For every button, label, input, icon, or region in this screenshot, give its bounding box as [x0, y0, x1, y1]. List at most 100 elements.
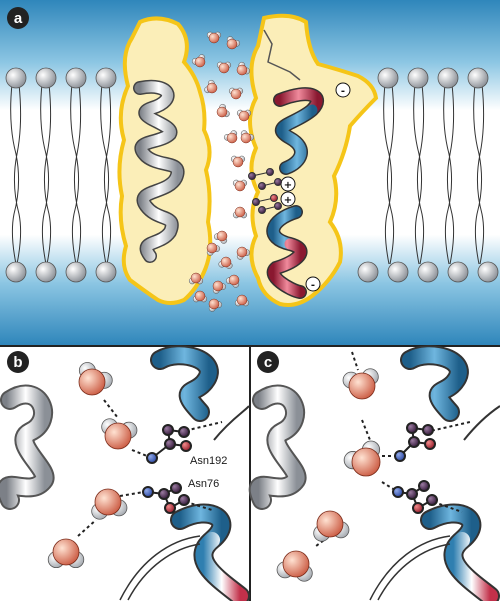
water-molecule — [240, 130, 255, 144]
water-molecule — [232, 206, 248, 219]
water-molecule — [101, 418, 138, 450]
lipid-bilayer-left — [10, 83, 112, 265]
asn76-sidechain-b — [142, 482, 190, 514]
oxygen-atom — [208, 298, 220, 310]
lipid-heads-left — [5, 67, 117, 283]
lipid-bilayer-right — [383, 83, 485, 265]
asn76-sidechain-c — [392, 480, 438, 514]
charge-minus-top: - — [335, 82, 351, 98]
water-molecule — [236, 246, 251, 260]
charge-minus-bottom-text: - — [311, 280, 315, 291]
water-molecule — [78, 362, 113, 396]
alpha-helix-left — [133, 79, 185, 263]
oxygen-atom — [206, 82, 218, 94]
charge-plus-upper-text: + — [284, 180, 292, 191]
charge-plus-lower: + — [280, 191, 296, 207]
water-molecule — [342, 368, 379, 400]
charge-minus-top-text: - — [341, 86, 345, 97]
water-molecule — [230, 155, 246, 168]
charge-minus-bottom: - — [305, 276, 321, 292]
water-molecule — [191, 54, 206, 68]
water-molecule — [204, 79, 218, 94]
helix-c-left — [248, 384, 307, 510]
oxygen-atom — [212, 280, 224, 292]
lipid-heads-right — [357, 67, 499, 283]
oxygen-atom — [238, 110, 250, 122]
water-molecule — [47, 538, 85, 569]
oxygen-atom — [230, 88, 242, 100]
oxygen-atom — [316, 510, 344, 538]
water-molecule — [206, 242, 221, 256]
alpha-helix-right-upper — [263, 29, 324, 175]
water-molecule — [236, 61, 250, 76]
oxygen-atom — [282, 550, 310, 578]
water-molecule — [236, 109, 252, 122]
asn192-sidechain-c — [394, 422, 436, 462]
oxygen-atom — [240, 132, 252, 144]
water-molecule — [91, 488, 128, 520]
oxygen-atom — [228, 274, 240, 286]
oxygen-atom — [236, 246, 248, 258]
panel-label-a-text: a — [14, 10, 23, 27]
oxygen-atom — [104, 422, 132, 450]
oxygen-atom — [206, 242, 218, 254]
asn192-sidechain-b — [146, 424, 192, 464]
oxygen-atom — [232, 156, 244, 168]
oxygen-atom — [236, 64, 248, 76]
oxygen-atom — [52, 538, 80, 566]
water-molecule — [216, 61, 232, 74]
water-molecule — [313, 510, 350, 542]
oxygen-atom — [216, 230, 228, 242]
oxygen-atom — [190, 272, 202, 284]
oxygen-atom — [234, 206, 246, 218]
panel-b: Asn192 Asn76 b — [0, 345, 250, 601]
water-molecule — [343, 440, 381, 477]
water-molecule — [192, 290, 208, 303]
panel-a: - + + - a — [0, 0, 500, 345]
oxygen-atom — [218, 62, 230, 74]
helix-b-bottom — [119, 503, 250, 601]
oxygen-atom — [226, 132, 238, 144]
water-molecule — [188, 272, 204, 285]
water-molecules-c — [276, 368, 381, 582]
alpha-helix-right-lower — [266, 205, 308, 299]
panel-label-b-text: b — [13, 354, 22, 371]
water-molecule — [276, 550, 313, 582]
charge-plus-upper: + — [280, 176, 296, 192]
charge-plus-lower-text: + — [284, 195, 292, 206]
water-molecule — [232, 179, 248, 192]
helix-c-bottom — [369, 503, 500, 601]
water-molecule — [208, 298, 223, 312]
oxygen-atom — [208, 32, 220, 44]
npa-residues — [248, 168, 282, 214]
panel-label-a: a — [7, 7, 29, 29]
water-molecule — [213, 230, 228, 244]
asn192-label: Asn192 — [190, 455, 227, 467]
oxygen-atom — [236, 294, 248, 306]
helix-b-top — [150, 345, 250, 441]
oxygen-atom — [220, 256, 232, 268]
panel-label-c-text: c — [264, 354, 272, 371]
water-molecules-b — [47, 362, 138, 569]
pore-water-molecules — [188, 31, 255, 312]
oxygen-atom — [78, 368, 106, 396]
oxygen-atom — [234, 180, 246, 192]
oxygen-atom — [194, 290, 206, 302]
oxygen-atom — [94, 488, 122, 516]
water-molecule — [206, 31, 222, 44]
oxygen-atom — [351, 447, 381, 477]
asn76-label: Asn76 — [188, 478, 219, 490]
water-molecule — [212, 280, 227, 294]
oxygen-atom — [216, 106, 228, 118]
oxygen-atom — [226, 38, 238, 50]
helix-c-top — [400, 345, 500, 441]
water-molecule — [223, 130, 238, 144]
water-molecule — [225, 274, 240, 288]
water-molecule — [218, 256, 233, 269]
panel-label-c: c — [257, 351, 279, 373]
helix-b-left — [0, 384, 55, 510]
water-molecule — [234, 294, 250, 307]
panel-c: c — [248, 345, 500, 601]
water-molecule — [216, 103, 230, 118]
